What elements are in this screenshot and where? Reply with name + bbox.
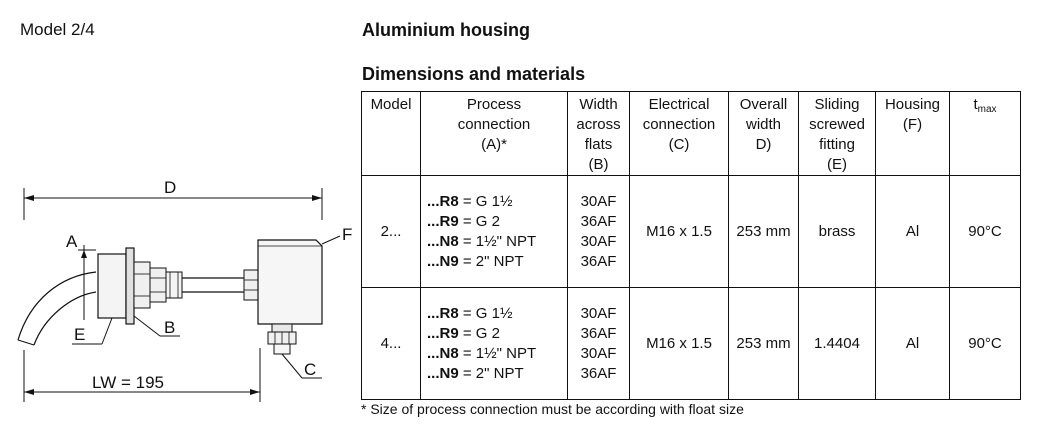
header-sliding-fitting: Sliding screwed fitting (E) bbox=[798, 91, 876, 176]
cell-model: 4... bbox=[361, 287, 421, 400]
cell-tmax: 90°C bbox=[949, 175, 1021, 288]
table-row: 4... ...R8 = G 1½ ...R9 = G 2 ...N8 = 1½… bbox=[361, 287, 1021, 400]
cell-process-connection: ...R8 = G 1½ ...R9 = G 2 ...N8 = 1½" NPT… bbox=[420, 287, 568, 400]
header-process-connection: Process connection (A)* bbox=[420, 91, 568, 176]
cell-model: 2... bbox=[361, 175, 421, 288]
cell-overall-width: 253 mm bbox=[728, 175, 799, 288]
label-a: A bbox=[66, 232, 78, 251]
header-housing: Housing (F) bbox=[875, 91, 950, 176]
cell-housing: Al bbox=[875, 175, 950, 288]
label-d: D bbox=[164, 178, 176, 197]
cell-sliding-fitting: brass bbox=[798, 175, 876, 288]
header-electrical-connection: Electrical connection (C) bbox=[629, 91, 729, 176]
cell-tmax: 90°C bbox=[949, 287, 1021, 400]
technical-drawing: D A F E B C bbox=[17, 178, 352, 402]
cell-electrical-connection: M16 x 1.5 bbox=[629, 175, 729, 288]
cell-overall-width: 253 mm bbox=[728, 287, 799, 400]
section-title: Aluminium housing bbox=[362, 20, 530, 40]
label-e: E bbox=[74, 325, 85, 344]
header-tmax: tmax bbox=[949, 91, 1021, 176]
label-b: B bbox=[164, 318, 175, 337]
label-f: F bbox=[342, 225, 352, 244]
header-model: Model bbox=[361, 91, 421, 176]
table-row: 2... ...R8 = G 1½ ...R9 = G 2 ...N8 = 1½… bbox=[361, 175, 1021, 288]
table-header-row: Model Process connection (A)* Width acro… bbox=[361, 91, 1021, 176]
footnote: * Size of process connection must be acc… bbox=[361, 401, 744, 417]
model-label: Model 2/4 bbox=[20, 20, 95, 39]
cell-width-across-flats: 30AF 36AF 30AF 36AF bbox=[567, 287, 630, 400]
cell-electrical-connection: M16 x 1.5 bbox=[629, 287, 729, 400]
label-c: C bbox=[304, 360, 316, 379]
label-lw: LW = 195 bbox=[92, 373, 164, 392]
header-overall-width: Overall width D) bbox=[728, 91, 799, 176]
dimensions-table: Model Process connection (A)* Width acro… bbox=[361, 91, 1021, 400]
header-width-across-flats: Width across flats (B) bbox=[567, 91, 630, 176]
cell-sliding-fitting: 1.4404 bbox=[798, 287, 876, 400]
table-title: Dimensions and materials bbox=[362, 64, 586, 84]
cell-width-across-flats: 30AF 36AF 30AF 36AF bbox=[567, 175, 630, 288]
cell-housing: Al bbox=[875, 287, 950, 400]
cell-process-connection: ...R8 = G 1½ ...R9 = G 2 ...N8 = 1½" NPT… bbox=[420, 175, 568, 288]
